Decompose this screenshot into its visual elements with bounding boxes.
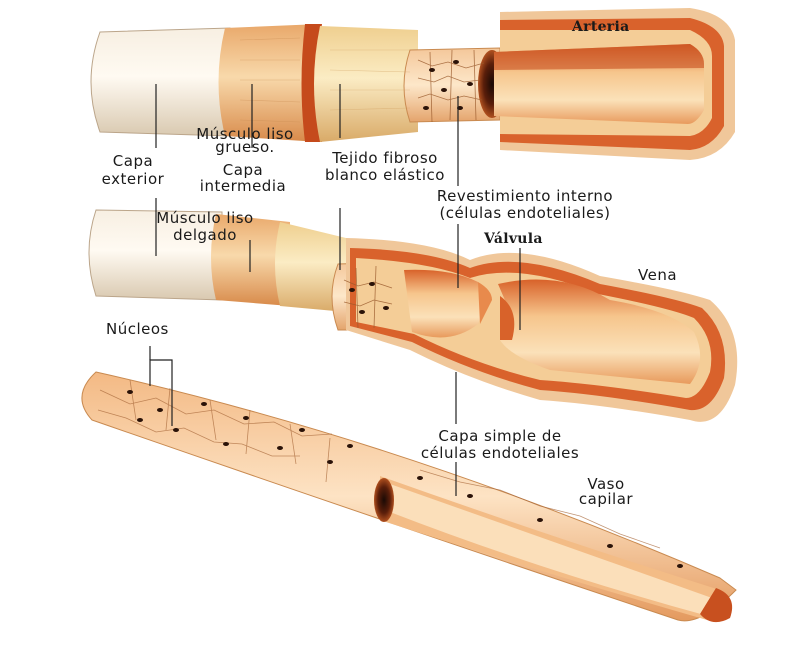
label-musculo-liso-delgado: Músculo liso delgado [130, 210, 280, 244]
label-capa-simple: Capa simple de células endoteliales [380, 428, 620, 462]
label-capa-exterior-line1: Capa [88, 152, 178, 170]
label-capa-intermedia: Capa intermedia [178, 162, 308, 194]
label-capa-exterior: Capa exterior [88, 152, 178, 188]
label-musculo-liso-delgado-line2: delgado [130, 227, 280, 244]
label-tejido-fibroso-line2: blanco elástico [300, 167, 470, 184]
label-vaso-capilar-line2: capilar [566, 492, 646, 507]
label-capa-simple-line2: células endoteliales [380, 445, 620, 462]
label-arteria: Arteria [572, 20, 629, 35]
label-musculo-liso-grueso-line2: grueso. [170, 141, 320, 154]
label-capa-exterior-line2: exterior [88, 170, 178, 188]
label-capa-intermedia-line2: intermedia [178, 178, 308, 194]
label-nucleos: Núcleos [106, 322, 169, 337]
label-tejido-fibroso-line1: Tejido fibroso [300, 150, 470, 167]
label-capa-intermedia-line1: Capa [178, 162, 308, 178]
label-valvula: Válvula [484, 232, 543, 247]
label-tejido-fibroso: Tejido fibroso blanco elástico [300, 150, 470, 184]
label-musculo-liso-grueso: Músculo liso grueso. [170, 128, 320, 154]
label-revestimiento-interno: Revestimiento interno (células endotelia… [390, 188, 660, 222]
label-capa-simple-line1: Capa simple de [380, 428, 620, 445]
label-vaso-capilar: Vaso capilar [566, 477, 646, 507]
label-revestimiento-line1: Revestimiento interno [390, 188, 660, 205]
label-vena: Vena [638, 268, 677, 283]
label-musculo-liso-delgado-line1: Músculo liso [130, 210, 280, 227]
label-revestimiento-line2: (células endoteliales) [390, 205, 660, 222]
